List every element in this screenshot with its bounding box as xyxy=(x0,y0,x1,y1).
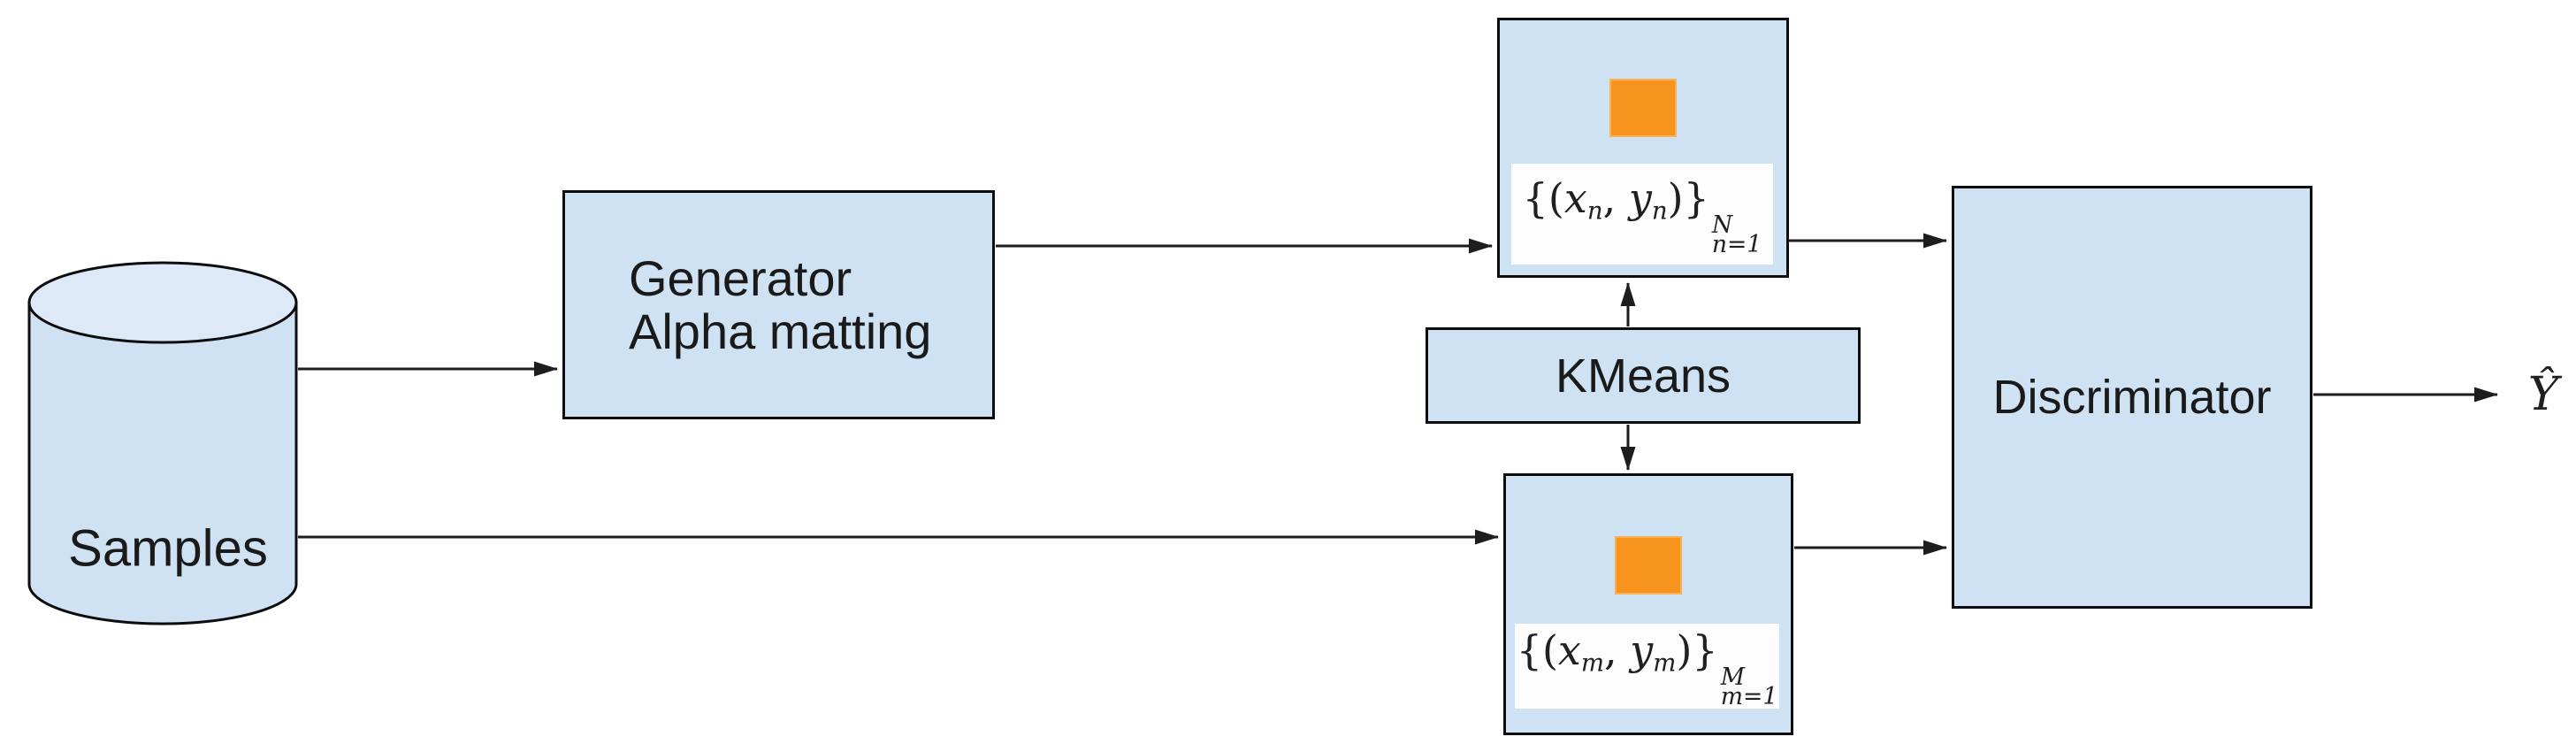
formula-separator: , xyxy=(1604,626,1631,675)
formula-subscript: n xyxy=(1651,196,1668,226)
formula-sub: n=1 xyxy=(1711,230,1762,258)
formula-subscript: m xyxy=(1653,648,1677,678)
formula-var: y xyxy=(1630,626,1654,675)
formula-subscript: n xyxy=(1586,196,1603,226)
samples-label: Samples xyxy=(68,519,268,578)
orange-square-icon xyxy=(1609,79,1677,137)
cylinder-top xyxy=(27,261,298,344)
discriminator-node: Discriminator xyxy=(1952,186,2312,609)
generator-label-line1: Generator xyxy=(629,249,852,306)
formula-var: x xyxy=(1563,174,1587,223)
formula-subscript: m xyxy=(1580,648,1605,678)
formula-var: y xyxy=(1628,174,1652,223)
generator-node: Generator Alpha matting xyxy=(562,190,995,419)
generator-label-line2: Alpha matting xyxy=(629,303,932,359)
formula-close: )} xyxy=(1676,626,1718,675)
orange-square-icon xyxy=(1615,536,1682,595)
formula-var: x xyxy=(1557,626,1581,675)
formula-sup: M xyxy=(1720,664,1745,692)
formula-open: {( xyxy=(1522,174,1564,223)
formula-open: {( xyxy=(1516,626,1558,675)
formula-sup: N xyxy=(1711,211,1733,240)
kmeans-label: KMeans xyxy=(1555,349,1731,403)
formula-close: )} xyxy=(1667,174,1709,223)
formula-sub: m=1 xyxy=(1720,682,1778,710)
formula-separator: , xyxy=(1602,174,1629,223)
output-yhat-label: Ŷ xyxy=(2527,368,2559,421)
discriminator-label: Discriminator xyxy=(1992,371,2272,424)
kmeans-node: KMeans xyxy=(1426,327,1861,424)
